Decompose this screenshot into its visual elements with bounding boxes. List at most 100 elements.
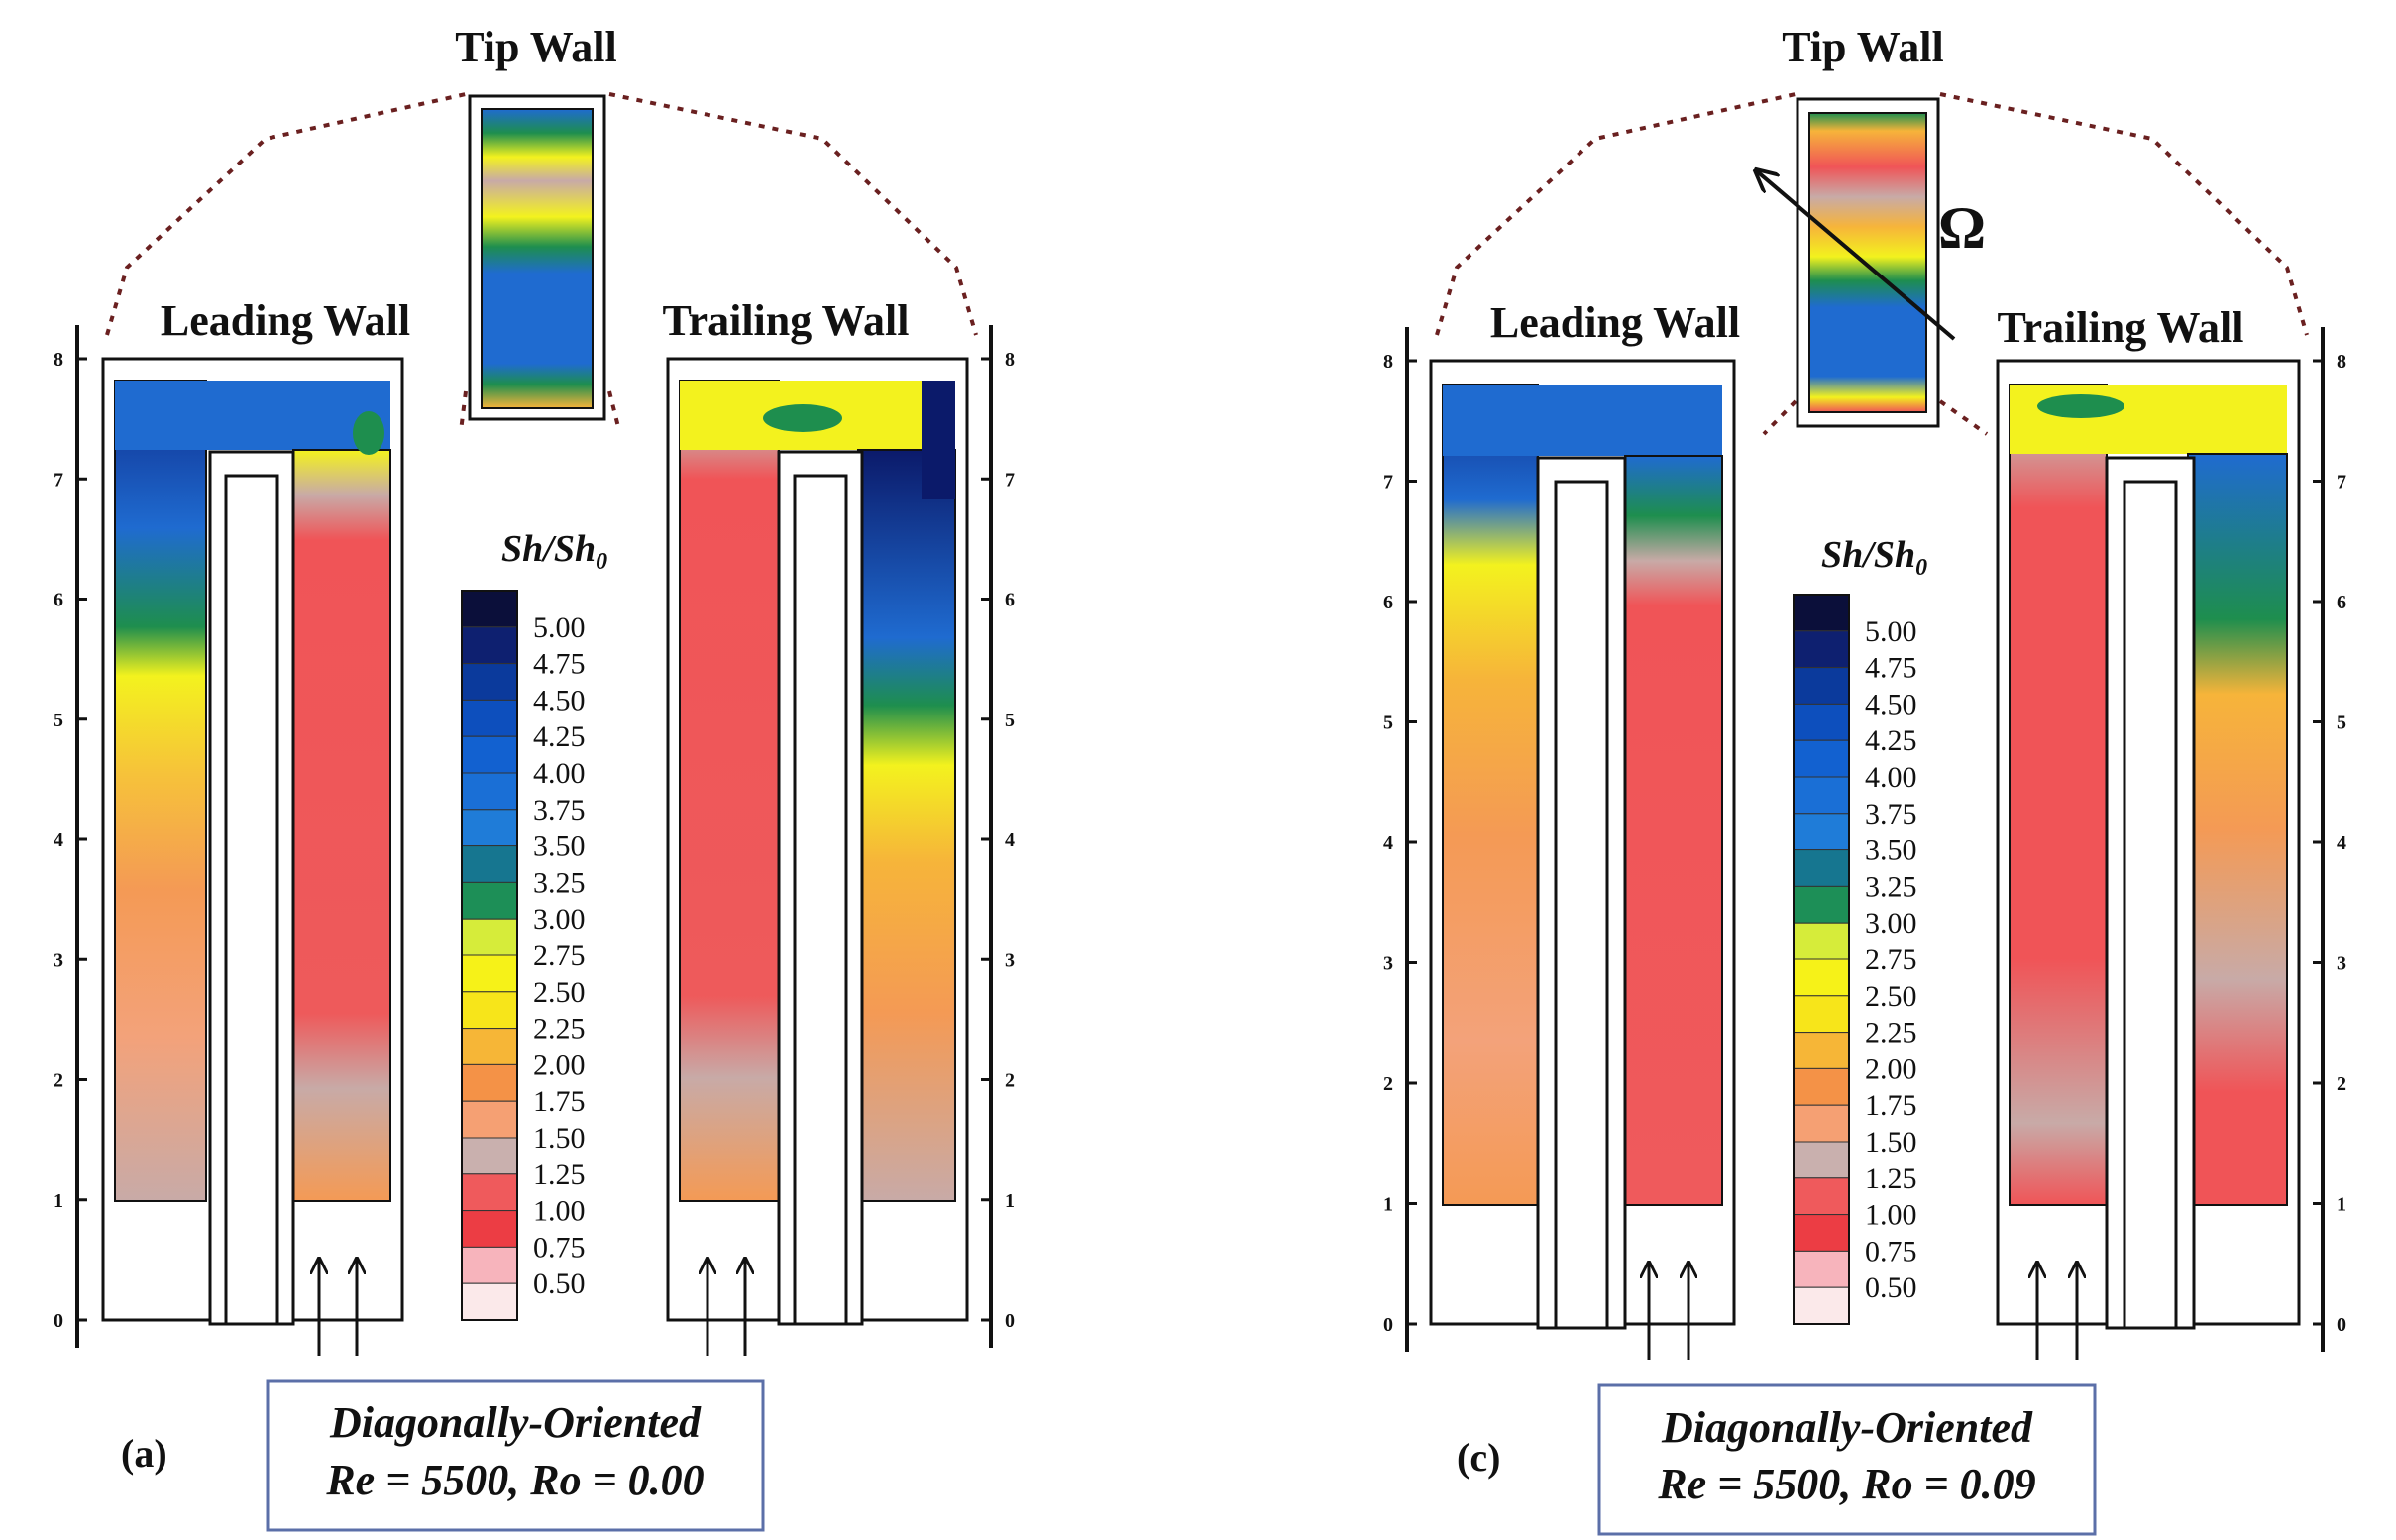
divider-rib-trailing-inner	[793, 474, 848, 1326]
colorbar-label: 0.75	[533, 1231, 586, 1264]
colorbar-swatch	[461, 954, 518, 993]
colorbar-swatch	[461, 699, 518, 737]
axis-tick-label: 2	[1383, 1073, 1393, 1095]
colorbar-swatch	[1793, 1067, 1850, 1106]
colorbar-label: 3.75	[533, 794, 586, 826]
colorbar-label: 4.25	[533, 720, 586, 753]
green-patch-trailing	[2037, 394, 2124, 418]
colorbar-label: 3.75	[1865, 798, 1917, 830]
panel-c: Tip Wall Ω Leading Wall Trailing Wall	[1383, 23, 2346, 1536]
axis-tick-label: 2	[2337, 1073, 2346, 1095]
green-patch-trailing	[763, 404, 842, 432]
leading-wall-contour-right	[292, 449, 391, 1202]
axis-tick-label: 1	[1383, 1194, 1393, 1216]
colorbar-swatch	[1793, 1286, 1850, 1325]
colorbar-swatch	[1793, 958, 1850, 997]
colorbar-swatch	[1793, 922, 1850, 960]
colorbar-swatch	[1793, 630, 1850, 669]
leading-wall-contour-right	[1624, 455, 1723, 1206]
axis-tick-label: 5	[1383, 713, 1393, 734]
axis-tick-label: 6	[54, 590, 63, 611]
caption-line2: Re = 5500, Ro = 0.00	[325, 1456, 704, 1504]
colorbar-label: 2.75	[533, 939, 586, 972]
dotted-outline	[1435, 92, 2309, 436]
colorbar-label: 2.75	[1865, 943, 1917, 976]
colorbar-swatch	[461, 590, 518, 628]
colorbar-label: 3.50	[533, 830, 586, 863]
divider-rib-inner	[224, 474, 279, 1326]
colorbar-swatch	[1793, 849, 1850, 887]
colorbar-label: 5.00	[533, 611, 586, 644]
colorbar-label: 4.75	[1865, 652, 1917, 685]
trailing-wall-contour-left	[679, 380, 780, 1202]
axis-tick-label: 6	[2337, 592, 2346, 613]
leading-wall-contour-left	[1442, 384, 1539, 1206]
colorbar-swatch	[1793, 776, 1850, 815]
axis-tick-label: 5	[2337, 713, 2346, 734]
caption-line1: Diagonally-Oriented	[329, 1398, 702, 1447]
leading-wall-label: Leading Wall	[161, 296, 410, 345]
colorbar-label: 1.75	[533, 1085, 586, 1118]
colorbar-label: 1.25	[1865, 1162, 1917, 1195]
colorbar-label: 0.50	[533, 1267, 586, 1300]
colorbar-swatch	[1793, 995, 1850, 1034]
colorbar-swatch	[461, 626, 518, 665]
colorbar-label: 2.25	[533, 1013, 586, 1045]
caption-box	[266, 1379, 765, 1532]
colorbar-swatch	[461, 1282, 518, 1321]
tip-wall-contour	[481, 108, 594, 409]
colorbar-label: 2.00	[1865, 1052, 1917, 1085]
caption-box	[1597, 1383, 2097, 1536]
tip-wall-label: Tip Wall	[1782, 23, 1943, 71]
colorbar-label: 1.00	[533, 1195, 586, 1228]
axis-tick-label: 1	[1005, 1190, 1015, 1212]
colorbar-swatch	[461, 1100, 518, 1139]
colorbar: 5.004.754.504.254.003.753.503.253.002.75…	[1793, 594, 1917, 1325]
colorbar-swatch	[461, 918, 518, 956]
axis-tick-label: 8	[1383, 351, 1393, 373]
axis-tick-label: 7	[2337, 472, 2346, 494]
colorbar-label: 3.00	[533, 903, 586, 935]
colorbar: 5.004.754.504.254.003.753.503.253.002.75…	[461, 590, 586, 1321]
colorbar-swatch	[461, 1173, 518, 1212]
colorbar-label: 3.25	[1865, 870, 1917, 903]
colorbar-label: 4.00	[533, 757, 586, 790]
axis-tick-label: 0	[54, 1310, 63, 1332]
colorbar-swatch	[461, 735, 518, 774]
axis-tick-label: 6	[1383, 592, 1393, 613]
trailing-top-right-dark	[922, 381, 955, 499]
colorbar-swatch	[461, 1210, 518, 1248]
colorbar-label: 3.50	[1865, 834, 1917, 867]
colorbar-swatch	[461, 772, 518, 811]
colorbar-label: 5.00	[1865, 615, 1917, 648]
colorbar-label: 4.25	[1865, 724, 1917, 757]
axis-tick-label: 0	[1383, 1314, 1393, 1336]
colorbar-label: 4.00	[1865, 761, 1917, 794]
colorbar-label: 2.25	[1865, 1017, 1917, 1049]
trailing-wall-contour-left	[2009, 384, 2108, 1206]
axis-tick-label: 3	[1005, 949, 1015, 971]
trailing-wall-contour-right	[2187, 453, 2288, 1206]
colorbar-label: 1.75	[1865, 1089, 1917, 1122]
colorbar-swatch	[461, 881, 518, 920]
colorbar-label: 0.50	[1865, 1271, 1917, 1304]
colorbar-label: 0.75	[1865, 1235, 1917, 1267]
axis-tick-label: 3	[54, 949, 63, 971]
trailing-wall-label: Trailing Wall	[1998, 303, 2244, 352]
axis-tick-label: 7	[54, 469, 63, 491]
colorbar-label: 4.50	[533, 684, 586, 716]
rotation-arrow	[1756, 170, 1956, 341]
trailing-wall-contour-right	[857, 449, 956, 1202]
colorbar-label: 1.00	[1865, 1199, 1917, 1232]
colorbar-swatch	[1793, 594, 1850, 632]
colorbar-swatch	[461, 1028, 518, 1065]
colorbar-swatch	[1793, 813, 1850, 851]
tip-wall-label: Tip Wall	[455, 23, 616, 71]
axis-tick-label: 1	[54, 1190, 63, 1212]
colorbar-swatch	[1793, 739, 1850, 778]
axis-tick-label: 7	[1005, 469, 1015, 491]
leading-wall-contour-left	[114, 380, 207, 1202]
leading-wall-contour-top	[1443, 385, 1722, 456]
leading-wall-label: Leading Wall	[1490, 298, 1740, 347]
